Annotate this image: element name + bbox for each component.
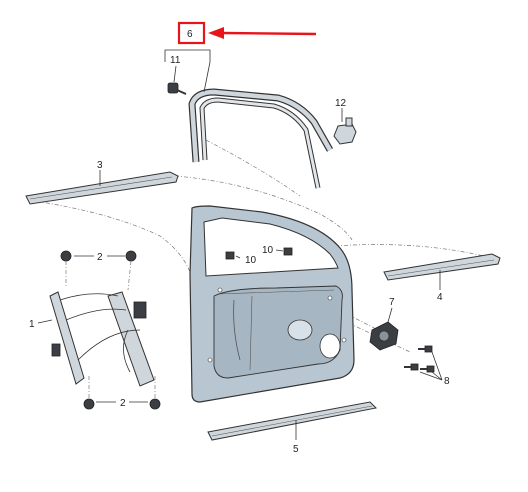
callout-8: 8 bbox=[444, 376, 450, 387]
callout-4: 4 bbox=[437, 292, 443, 303]
callout-11: 11 bbox=[170, 55, 181, 66]
callout-3: 3 bbox=[97, 160, 103, 171]
door-inner-panel bbox=[189, 205, 355, 403]
red-arrow-icon bbox=[208, 27, 317, 39]
grommet-part-2 bbox=[60, 250, 161, 410]
callout-6: 6 bbox=[187, 29, 193, 40]
window-motor-part-7 bbox=[369, 321, 399, 351]
callout-2-lower: 2 bbox=[120, 398, 126, 409]
callout-1: 1 bbox=[29, 319, 35, 330]
callout-10-lower: 10 bbox=[245, 255, 257, 266]
callout-2-upper: 2 bbox=[97, 252, 103, 263]
bolt-part-8 bbox=[404, 345, 435, 373]
trim-strip-part-4 bbox=[383, 253, 501, 281]
callout-10-upper: 10 bbox=[262, 245, 274, 256]
leader-lines bbox=[37, 49, 443, 440]
pad-part-10 bbox=[225, 247, 293, 260]
trim-strip-part-3 bbox=[25, 171, 179, 205]
screw-part-11 bbox=[167, 82, 187, 95]
callout-7: 7 bbox=[389, 297, 395, 308]
window-frame-seal-part-6 bbox=[188, 88, 334, 189]
callout-12: 12 bbox=[335, 98, 347, 109]
sill-trim-part-5 bbox=[207, 401, 378, 441]
window-regulator-part-1 bbox=[49, 291, 155, 387]
clip-part-12 bbox=[333, 117, 357, 145]
highlight-box bbox=[177, 21, 206, 45]
callout-5: 5 bbox=[293, 444, 299, 455]
